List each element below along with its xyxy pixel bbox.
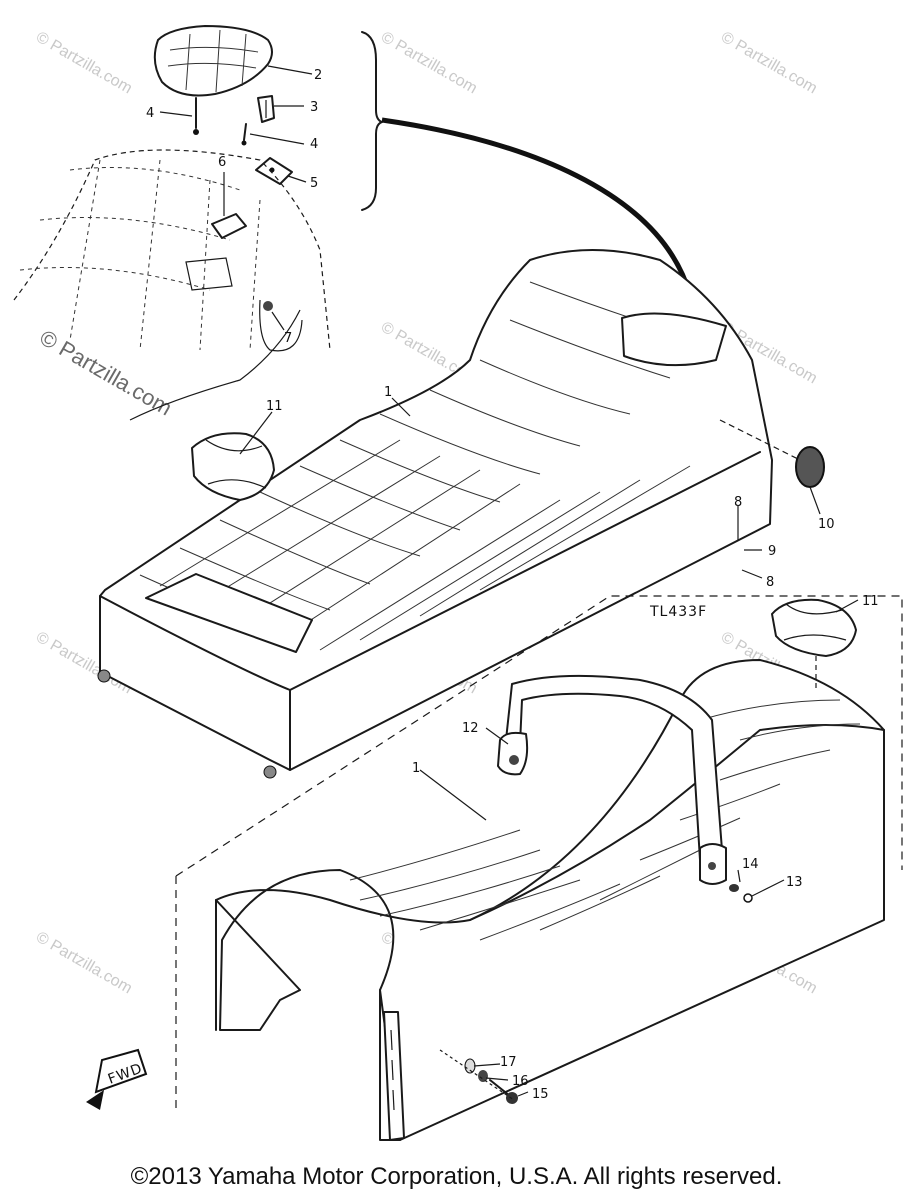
leader-lines bbox=[159, 65, 859, 1097]
washer-16 bbox=[478, 1070, 488, 1082]
callout-7: 7 bbox=[284, 331, 292, 346]
watermark: © Partzilla.com bbox=[718, 29, 820, 98]
callout-11-right: 11 bbox=[862, 594, 879, 609]
washer bbox=[729, 884, 739, 892]
callout-16: 16 bbox=[512, 1074, 529, 1089]
callout-1-lower: 1 bbox=[412, 761, 420, 776]
callout-14: 14 bbox=[742, 857, 759, 872]
bolt-small bbox=[241, 123, 247, 146]
backrest-pad bbox=[153, 25, 273, 97]
callout-4-right: 4 bbox=[310, 137, 318, 152]
callout-11-left: 11 bbox=[266, 399, 283, 414]
callout-4-left: 4 bbox=[146, 106, 154, 121]
bolt bbox=[193, 97, 199, 135]
plate-part-5 bbox=[255, 157, 293, 185]
parts-diagram: © Partzilla.com © Partzilla.com © Partzi… bbox=[13, 25, 903, 1141]
watermark: © Partzilla.com bbox=[33, 929, 135, 998]
exploded-bracket bbox=[361, 31, 383, 211]
callout-3: 3 bbox=[310, 100, 318, 115]
callout-12: 12 bbox=[462, 721, 479, 736]
bracket-part-3 bbox=[257, 95, 275, 123]
callout-15: 15 bbox=[532, 1087, 549, 1102]
callout-13: 13 bbox=[786, 875, 803, 890]
screw bbox=[743, 893, 753, 903]
grab-strap bbox=[497, 674, 727, 885]
callouts: 2 3 4 5 4 6 7 1 11 8 10 9 8 TL433F 11 12… bbox=[146, 68, 879, 1102]
seat-partial-left bbox=[13, 149, 331, 421]
seat-upper bbox=[97, 249, 773, 779]
copyright-notice: ©2013 Yamaha Motor Corporation, U.S.A. A… bbox=[130, 1163, 783, 1190]
rear-bracket bbox=[383, 1011, 405, 1141]
callout-5: 5 bbox=[310, 176, 318, 191]
callout-9: 9 bbox=[768, 544, 776, 559]
strap-left bbox=[191, 432, 275, 501]
callout-17: 17 bbox=[500, 1055, 517, 1070]
callout-6: 6 bbox=[218, 155, 226, 170]
variant-region bbox=[175, 595, 903, 1110]
strap-right bbox=[771, 598, 857, 657]
callout-10: 10 bbox=[818, 517, 835, 532]
callout-8-top: 8 bbox=[734, 495, 742, 510]
forward-arrow-icon: FWD bbox=[86, 1048, 148, 1110]
callout-8: 8 bbox=[766, 575, 774, 590]
watermark-prominent: © Partzilla.com bbox=[36, 325, 177, 421]
watermark: © Partzilla.com bbox=[378, 29, 480, 98]
callout-2: 2 bbox=[314, 68, 322, 83]
callout-1-upper: 1 bbox=[384, 385, 392, 400]
watermark: © Partzilla.com bbox=[33, 29, 135, 98]
diagram-code: TL433F bbox=[649, 604, 707, 620]
